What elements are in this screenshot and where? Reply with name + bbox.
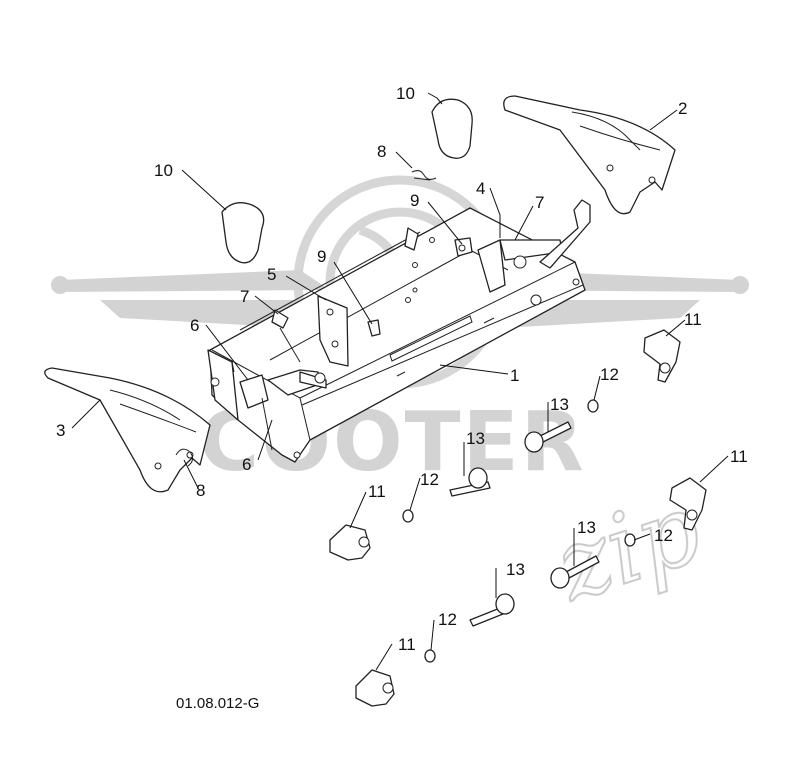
callout-11-a: 11 [684,310,702,329]
callout-leaders [71,92,729,671]
callout-11-c: 11 [730,447,748,466]
part-13-bolt-c [550,555,600,589]
callout-6-bottom: 6 [242,455,251,474]
part-10-cap-left [221,202,265,264]
callout-1: 1 [510,366,519,385]
part-13-bolt-d [469,593,515,627]
part-12-washer-b [402,509,414,523]
part-11-knob-b [329,524,371,561]
callout-13-c: 13 [577,518,596,537]
part-11-knob-a [643,329,681,383]
callout-12-b: 12 [420,470,439,489]
callout-7-right: 7 [535,193,544,212]
part-6-7-9-left-assembly [239,309,381,451]
part-11-knob-d [355,669,395,707]
callout-10-left: 10 [154,161,173,180]
callout-11-b: 11 [368,482,386,501]
part-11-knob-c [669,477,707,531]
part-5-bracket [317,295,349,367]
callout-7-left: 7 [240,287,249,306]
callout-6-top: 6 [190,316,199,335]
part-12-washer-c [624,533,636,547]
callout-13-b: 13 [466,429,485,448]
part-10-cap-top [431,98,473,159]
callout-labels: 10 10 2 8 4 7 9 9 5 7 6 1 11 12 3 13 6 1… [56,84,748,654]
part-12-washer-d [424,649,436,663]
part-12-washer-a [587,399,599,413]
callout-12-a: 12 [600,365,619,384]
callout-12-d: 12 [438,610,457,629]
callout-4: 4 [476,179,485,198]
part-13-bolt-b [449,467,491,497]
diagram-reference-code: 01.08.012-G [176,695,259,712]
callout-13-d: 13 [506,560,525,579]
callout-10-top: 10 [396,84,415,103]
part-3-handle-left [44,367,211,493]
part-8-clip-left [175,448,194,467]
callout-13-a: 13 [550,395,569,414]
callout-11-d: 11 [398,635,416,654]
callout-12-c: 12 [654,526,673,545]
part-13-bolt-a [524,421,572,453]
callout-5: 5 [267,265,276,284]
callout-8-left: 8 [196,481,205,500]
callout-8-top: 8 [377,142,386,161]
callout-3: 3 [56,421,65,440]
callout-9-middle: 9 [317,247,326,266]
part-2-handle-right [503,95,676,215]
callout-9-top: 9 [410,191,419,210]
part-12-washers [402,399,636,663]
part-8-clip-top [411,170,437,181]
part-4-7-9-right-assembly [404,199,591,293]
callout-2: 2 [678,99,687,118]
